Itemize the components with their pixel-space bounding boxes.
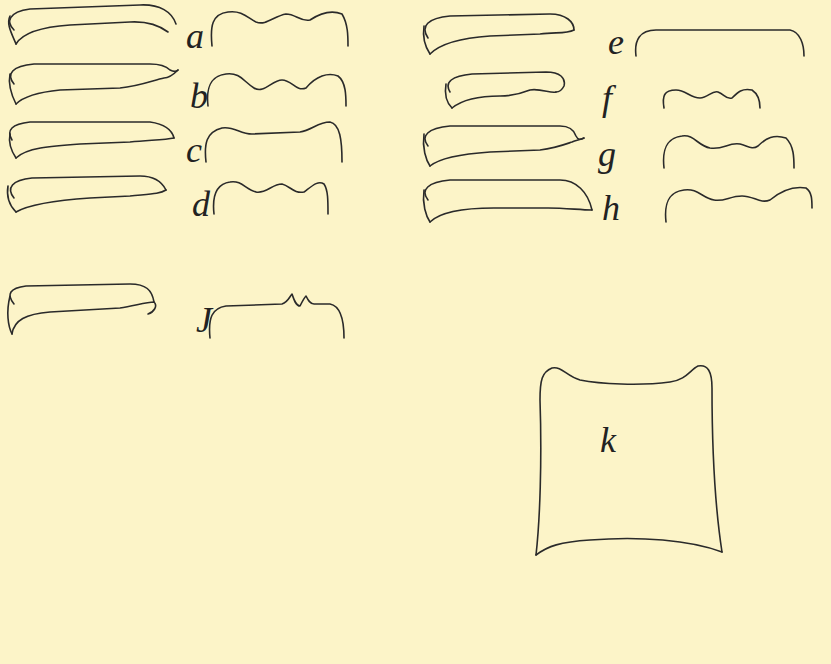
figure-letter: k bbox=[600, 422, 616, 458]
figure-d bbox=[7, 176, 328, 214]
figure-letter: J bbox=[196, 302, 212, 338]
figure-letter: h bbox=[602, 190, 620, 226]
figure-letter: f bbox=[602, 80, 612, 116]
figure-k bbox=[536, 366, 722, 555]
figure-letter: b bbox=[190, 78, 208, 114]
figure-letter: a bbox=[186, 18, 204, 54]
figure-letter: e bbox=[608, 24, 624, 60]
figure-a bbox=[9, 5, 348, 46]
figure-letter: c bbox=[186, 132, 202, 168]
figure-b bbox=[9, 64, 346, 106]
figure-letter: g bbox=[598, 136, 616, 172]
figure-c bbox=[9, 122, 342, 162]
figure-letter: d bbox=[192, 186, 210, 222]
figure-j bbox=[8, 284, 344, 338]
